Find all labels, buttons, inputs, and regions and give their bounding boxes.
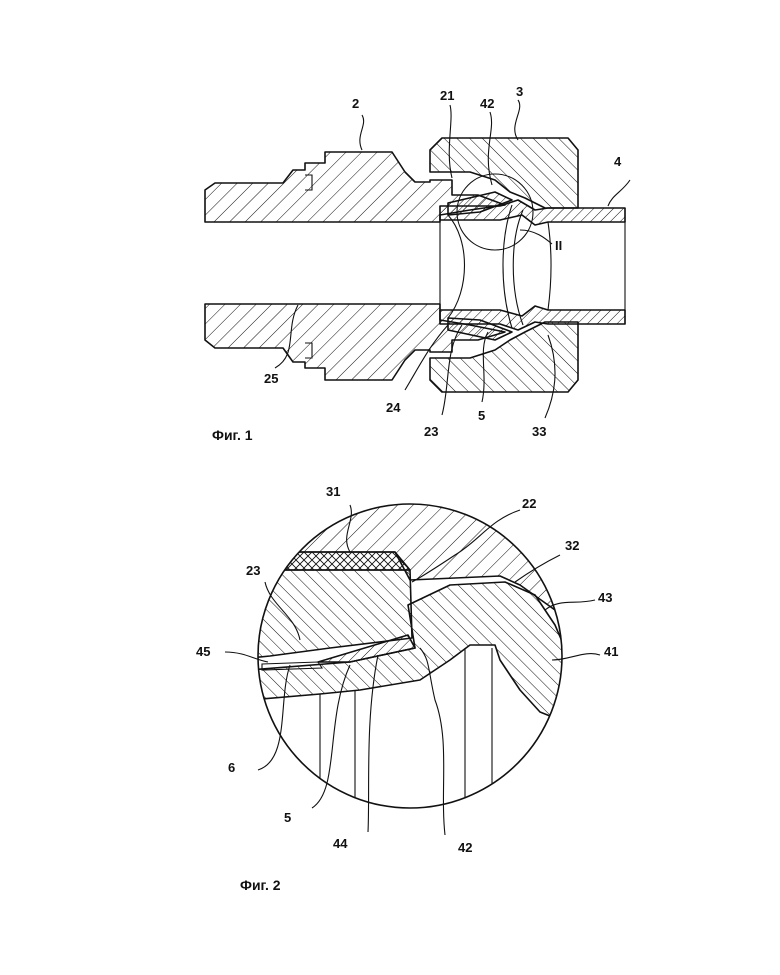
label-22: 22 bbox=[522, 496, 536, 511]
label-42: 42 bbox=[480, 96, 494, 111]
leader-ii bbox=[520, 230, 552, 244]
label-detail-ii: II bbox=[555, 238, 562, 253]
label-32: 32 bbox=[565, 538, 579, 553]
label-42-detail: 42 bbox=[458, 840, 472, 855]
leader-2 bbox=[360, 115, 364, 150]
label-25: 25 bbox=[264, 371, 278, 386]
label-23-detail: 23 bbox=[246, 563, 260, 578]
ring-31-detail bbox=[250, 552, 410, 570]
figure-1-caption: Фиг. 1 bbox=[212, 427, 253, 443]
label-6: 6 bbox=[228, 760, 235, 775]
figure-1: 2 21 42 3 4 II 25 24 23 5 33 Фиг. 1 bbox=[205, 84, 630, 443]
label-4: 4 bbox=[614, 154, 622, 169]
label-44: 44 bbox=[333, 836, 348, 851]
figure-2-caption: Фиг. 2 bbox=[240, 877, 281, 893]
label-21: 21 bbox=[440, 88, 454, 103]
figure-2: 31 22 32 23 43 45 41 6 5 44 42 Фиг. 2 bbox=[196, 480, 618, 893]
label-5-detail: 5 bbox=[284, 810, 291, 825]
label-31: 31 bbox=[326, 484, 340, 499]
label-24: 24 bbox=[386, 400, 401, 415]
label-3: 3 bbox=[516, 84, 523, 99]
leader-4 bbox=[608, 180, 630, 206]
label-45: 45 bbox=[196, 644, 210, 659]
label-5: 5 bbox=[478, 408, 485, 423]
label-43: 43 bbox=[598, 590, 612, 605]
label-23: 23 bbox=[424, 424, 438, 439]
label-2: 2 bbox=[352, 96, 359, 111]
label-33: 33 bbox=[532, 424, 546, 439]
label-41: 41 bbox=[604, 644, 618, 659]
leader-3 bbox=[515, 100, 520, 140]
